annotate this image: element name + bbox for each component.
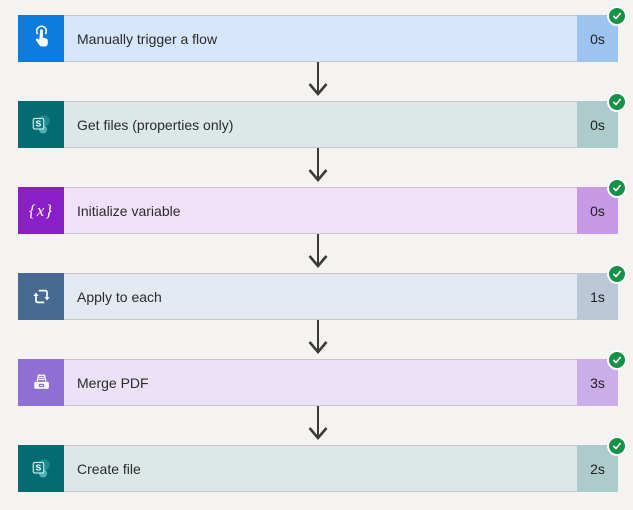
flow-step-card[interactable]: Merge PDF 3s <box>18 350 627 406</box>
flow-step: Apply to each 1s <box>18 264 627 359</box>
flow-step-card[interactable]: {x} Initialize variable 0s <box>18 178 627 234</box>
apply-to-each-icon <box>18 273 64 320</box>
flow-step-card[interactable]: S Create file 2s <box>18 436 627 492</box>
svg-text:S: S <box>35 119 41 129</box>
step-title: Create file <box>77 460 141 477</box>
connector-arrow-down <box>18 62 618 101</box>
merge-pdf-icon <box>18 359 64 406</box>
step-title: Apply to each <box>77 288 162 305</box>
flow-step: S Create file 2s <box>18 436 627 492</box>
status-check-icon <box>607 436 627 456</box>
status-check-icon <box>607 350 627 370</box>
flow-step-card[interactable]: Manually trigger a flow 0s <box>18 6 627 62</box>
connector-arrow-down <box>18 320 618 359</box>
step-title: Initialize variable <box>77 202 181 219</box>
flow-step: Manually trigger a flow 0s <box>18 6 627 101</box>
status-check-icon <box>607 178 627 198</box>
svg-text:S: S <box>35 463 41 473</box>
flow-step: S Get files (properties only) 0s <box>18 92 627 187</box>
connector-arrow-down <box>18 148 618 187</box>
status-check-icon <box>607 264 627 284</box>
flow-step: Merge PDF 3s <box>18 350 627 445</box>
connector-arrow-down <box>18 406 618 445</box>
flow-step-card[interactable]: Apply to each 1s <box>18 264 627 320</box>
step-title: Merge PDF <box>77 374 149 391</box>
connector-arrow-down <box>18 234 618 273</box>
flow-run-diagram: Manually trigger a flow 0s S <box>18 6 627 492</box>
status-check-icon <box>607 6 627 26</box>
variable-icon: {x} <box>18 187 64 234</box>
sharepoint-icon: S <box>18 101 64 148</box>
flow-step-card[interactable]: S Get files (properties only) 0s <box>18 92 627 148</box>
step-title: Manually trigger a flow <box>77 30 218 47</box>
status-check-icon <box>607 92 627 112</box>
duration-badge: 0s <box>577 101 618 148</box>
manual-trigger-icon <box>18 15 64 62</box>
step-title: Get files (properties only) <box>77 116 234 133</box>
sharepoint-icon: S <box>18 445 64 492</box>
flow-step: {x} Initialize variable 0s <box>18 178 627 273</box>
